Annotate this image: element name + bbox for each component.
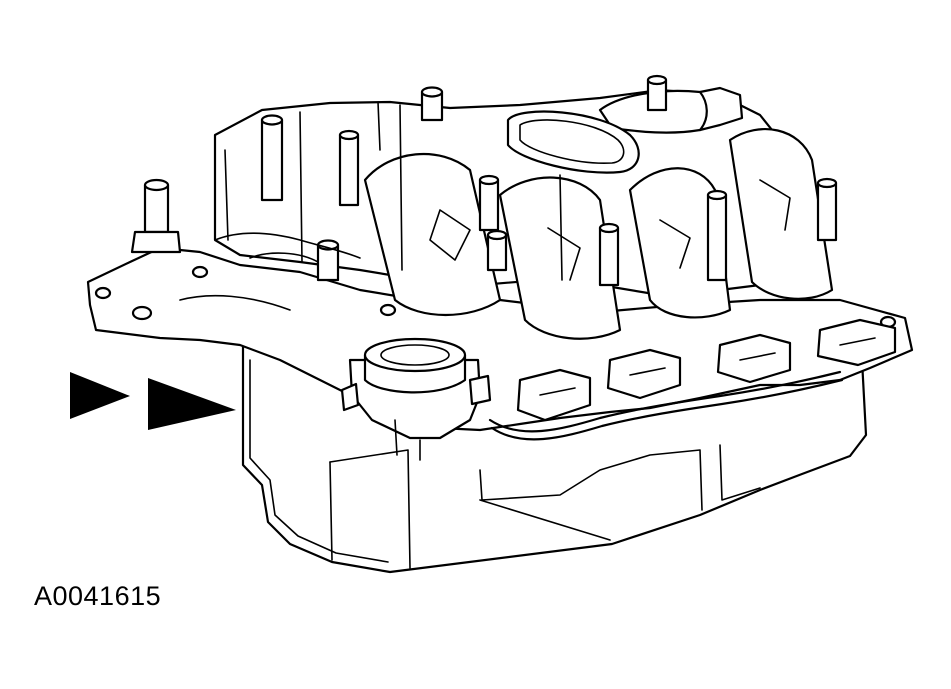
double-arrow-right-icon (70, 372, 236, 430)
studs (130, 74, 838, 287)
fuel-rail-brackets (516, 318, 897, 422)
inlet-oval (506, 110, 640, 174)
figure-id-label: A0041615 (34, 581, 162, 611)
top-tube (598, 86, 744, 134)
mounting-flange (86, 246, 914, 432)
sensor-housing (340, 337, 492, 461)
harness-line (488, 370, 842, 433)
intake-manifold-drawing (86, 74, 914, 574)
